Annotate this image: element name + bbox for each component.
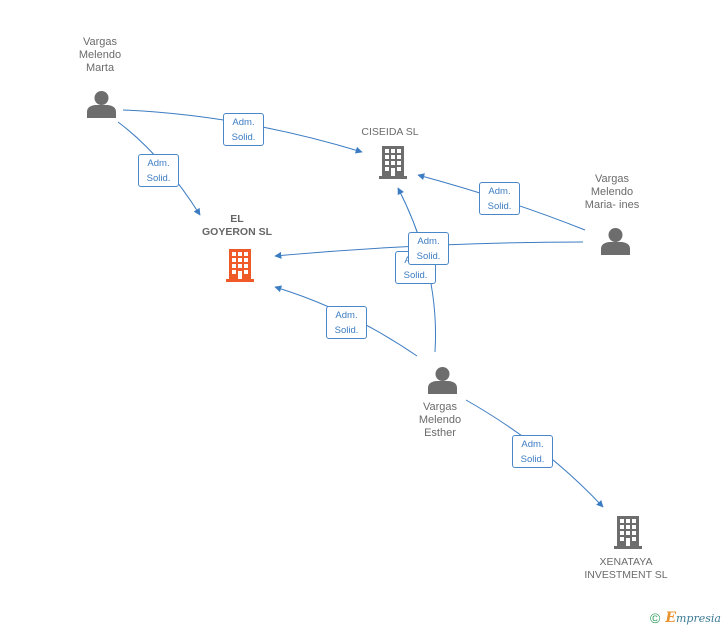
name-line: Vargas — [594, 173, 630, 185]
copyright-symbol: © — [650, 610, 661, 626]
person-icon[interactable] — [428, 366, 457, 394]
name-line: Vargas — [82, 36, 118, 48]
company-el-goyeron-label[interactable]: EL GOYERON SL — [192, 213, 282, 239]
badge-line: Solid. — [403, 270, 428, 281]
edge-label-maria-ines-ciseida[interactable]: Adm. Solid. — [479, 182, 520, 215]
name-line: XENATAYA — [599, 556, 653, 568]
badge-line: Adm. — [147, 158, 170, 169]
badge-line: Adm. — [488, 186, 511, 197]
name-line: CISEIDA SL — [361, 126, 419, 138]
edge-label-maria-ines-el-goyeron[interactable]: Adm. Solid. — [408, 232, 449, 265]
name-line: Melendo — [590, 186, 634, 198]
company-xenataya-label[interactable]: XENATAYA INVESTMENT SL — [570, 556, 682, 582]
name-line: Melendo — [418, 414, 462, 426]
person-icon[interactable] — [87, 90, 116, 118]
company-ciseida-label[interactable]: CISEIDA SL — [345, 126, 435, 139]
person-esther-label[interactable]: Vargas Melendo Esther — [400, 401, 480, 440]
badge-line: Adm. — [335, 310, 358, 321]
badge-line: Solid. — [520, 454, 545, 465]
person-maria-ines-label[interactable]: Vargas Melendo Maria- ines — [572, 173, 652, 212]
name-line: GOYERON SL — [201, 226, 272, 238]
name-line: Vargas — [422, 401, 458, 413]
person-icon[interactable] — [601, 227, 630, 255]
badge-line: Solid. — [487, 201, 512, 212]
logo-letter: E — [665, 610, 676, 626]
empresia-logo: ©Empresia — [650, 610, 721, 626]
badge-line: Solid. — [334, 325, 359, 336]
badge-line: Solid. — [231, 132, 256, 143]
name-line: Esther — [424, 427, 456, 439]
name-line: Maria- ines — [584, 199, 640, 211]
badge-line: Adm. — [417, 236, 440, 247]
name-line: Marta — [85, 62, 115, 74]
name-line: INVESTMENT SL — [584, 569, 668, 581]
edge-label-esther-el-goyeron[interactable]: Adm. Solid. — [326, 306, 367, 339]
name-line: EL — [230, 213, 244, 225]
building-icon[interactable] — [224, 249, 256, 282]
logo-text: mpresia — [676, 612, 721, 625]
badge-line: Adm. — [521, 439, 544, 450]
edge-label-marta-ciseida[interactable]: Adm. Solid. — [223, 113, 264, 146]
edge-label-marta-el-goyeron[interactable]: Adm. Solid. — [138, 154, 179, 187]
building-icon[interactable] — [377, 146, 409, 179]
edge-label-esther-xenataya[interactable]: Adm. Solid. — [512, 435, 553, 468]
name-line: Melendo — [78, 49, 122, 61]
badge-line: Solid. — [146, 173, 171, 184]
badge-line: Adm. — [232, 117, 255, 128]
building-icon[interactable] — [612, 516, 644, 549]
badge-line: Solid. — [416, 251, 441, 262]
person-marta-label[interactable]: Vargas Melendo Marta — [60, 36, 140, 75]
